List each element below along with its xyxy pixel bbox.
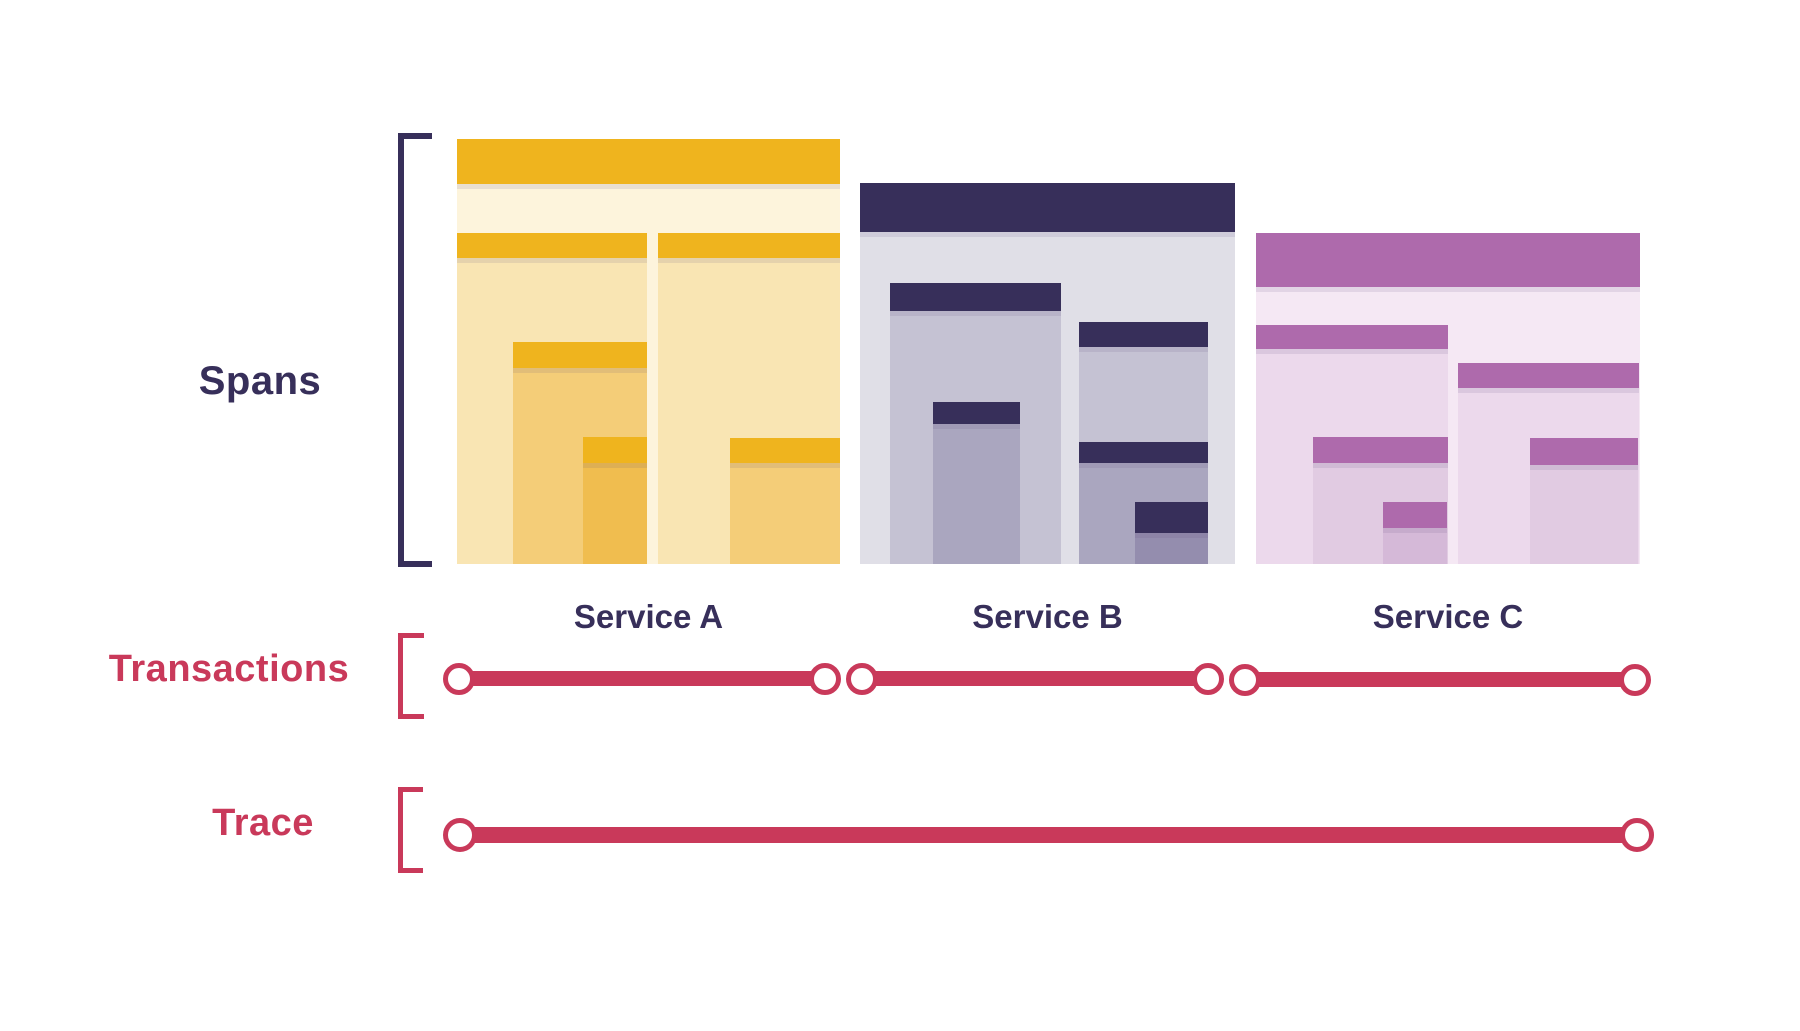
span-body-service-b-3	[933, 424, 1020, 564]
trace-endpoint-end	[1620, 818, 1654, 852]
transaction-3-endpoint-end	[1619, 664, 1651, 696]
trace-line	[460, 827, 1637, 843]
transaction-1-endpoint-end	[809, 663, 841, 695]
trace-bracket	[398, 787, 423, 873]
span-bar-service-c-2	[1458, 363, 1639, 388]
transactions-label: Transactions	[108, 648, 350, 690]
trace-endpoint-start	[443, 818, 477, 852]
transaction-2-endpoint-end	[1192, 663, 1224, 695]
span-bar-service-a-2	[658, 233, 840, 258]
span-bar-service-a-5	[583, 437, 647, 463]
service-b-label: Service B	[972, 598, 1123, 635]
transactions-bracket	[398, 633, 424, 719]
span-bar-service-b-0	[860, 183, 1235, 232]
spans-bracket	[398, 133, 432, 567]
transaction-2-endpoint-start	[846, 663, 878, 695]
transaction-1-endpoint-start	[443, 663, 475, 695]
span-bar-service-b-1	[890, 283, 1061, 311]
transaction-1-line	[459, 671, 825, 686]
service-a-label: Service A	[573, 598, 724, 635]
spans-label: Spans	[198, 359, 322, 403]
span-bar-service-b-3	[933, 402, 1020, 424]
span-bar-service-c-3	[1313, 437, 1448, 463]
transaction-3-endpoint-start	[1229, 664, 1261, 696]
span-bar-service-c-1	[1256, 325, 1448, 349]
span-bar-service-c-4	[1530, 438, 1638, 465]
span-bar-service-a-0	[457, 139, 840, 184]
span-bar-service-c-0	[1256, 233, 1640, 287]
span-bar-service-a-1	[457, 233, 647, 258]
span-body-service-a-5	[583, 463, 647, 564]
span-bar-service-b-2	[1079, 322, 1208, 347]
span-bar-service-b-5	[1135, 502, 1208, 533]
span-body-service-c-5	[1383, 528, 1447, 564]
span-bar-service-a-4	[730, 438, 840, 463]
span-body-service-b-5	[1135, 533, 1208, 564]
trace-label: Trace	[212, 802, 314, 844]
service-c-label: Service C	[1372, 598, 1524, 635]
span-body-service-a-4	[730, 463, 840, 564]
transaction-3-line	[1245, 672, 1635, 687]
transaction-2-line	[862, 671, 1208, 686]
span-bar-service-c-5	[1383, 502, 1447, 528]
span-body-service-c-4	[1530, 465, 1638, 564]
span-bar-service-b-4	[1079, 442, 1208, 463]
span-bar-service-a-3	[513, 342, 647, 368]
